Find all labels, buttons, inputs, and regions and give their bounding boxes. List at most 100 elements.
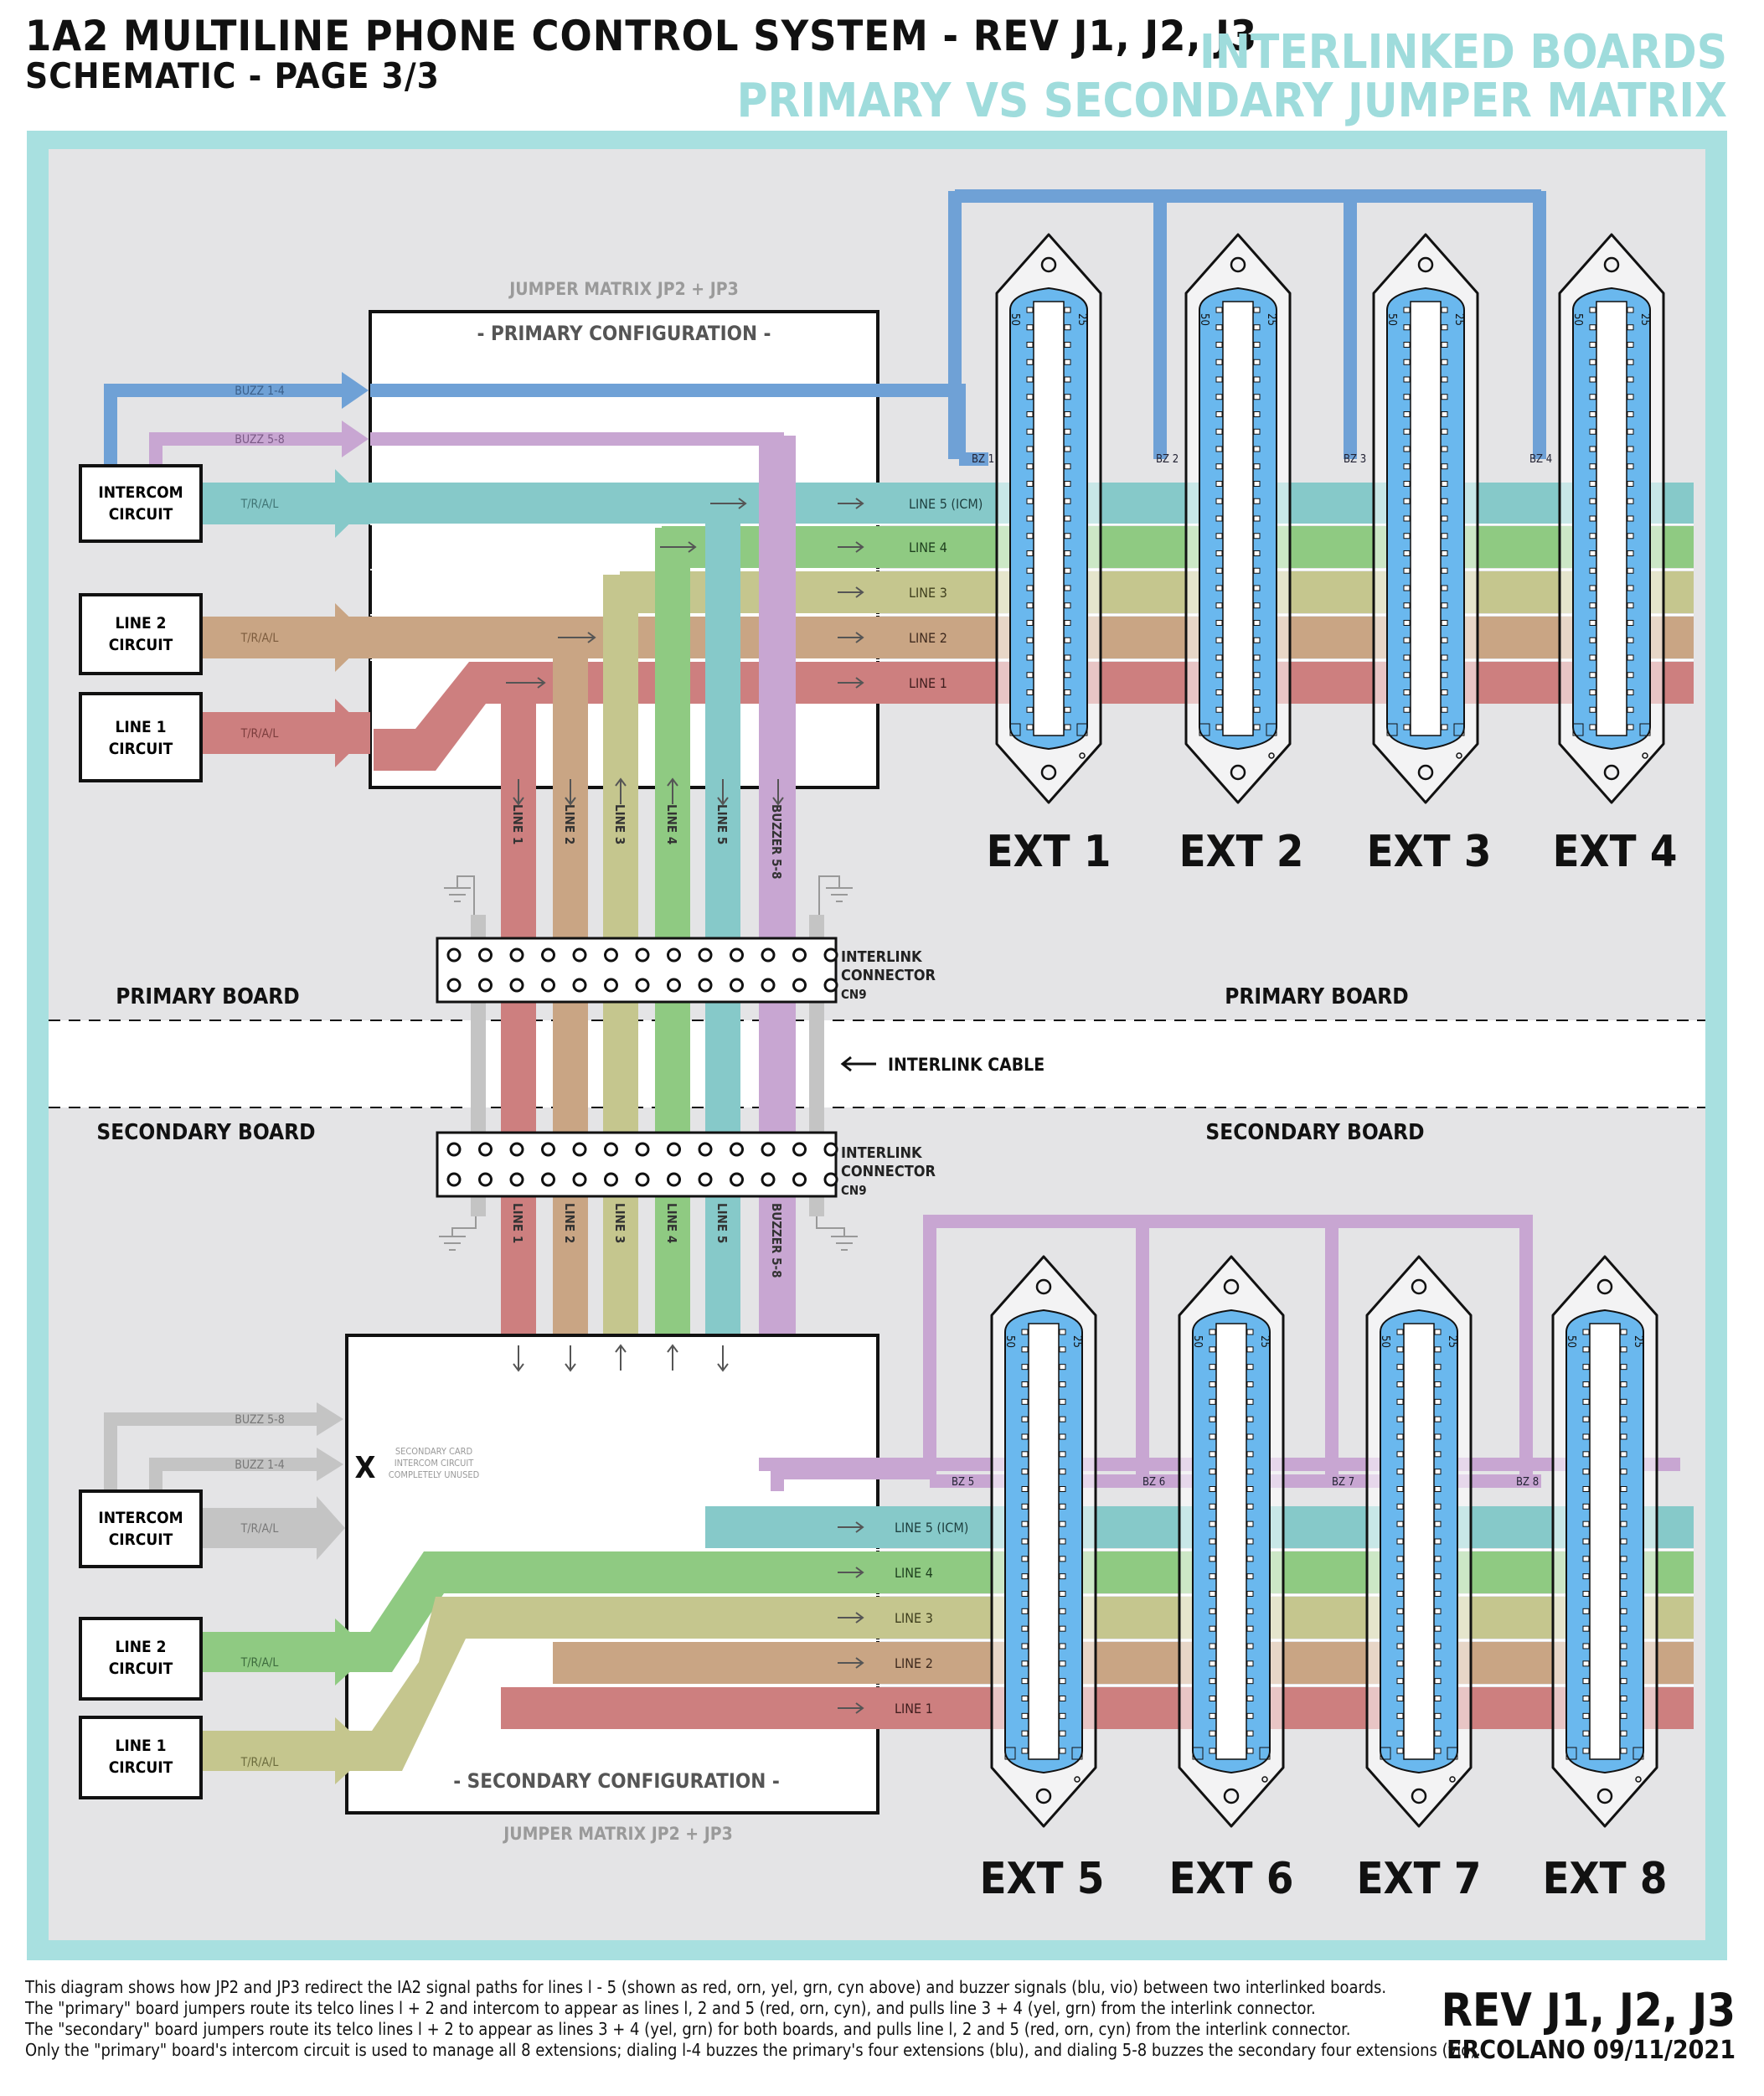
ext-5-label: EXT 5 [980, 1854, 1105, 1904]
primary-line-label-1: LINE 1 [909, 675, 947, 691]
secondary-circuit-intercom: INTERCOM CIRCUIT [79, 1489, 203, 1568]
footer-line-2: The "primary" board jumpers route its te… [25, 1998, 1316, 2018]
cn9-top-label-2: CONNECTOR [841, 967, 936, 984]
svg-text:25: 25 [1070, 1335, 1083, 1348]
unused-note-1: SECONDARY CARD [395, 1446, 473, 1457]
left-arrow-icon [840, 1056, 876, 1072]
primary-board-right-label: PRIMARY BOARD [1225, 984, 1408, 1009]
ext-6-label: EXT 6 [1169, 1854, 1294, 1904]
primary-circuit-intercom: INTERCOM CIRCUIT [79, 464, 203, 543]
header-right-line-1: INTERLINKED BOARDS [1199, 25, 1727, 80]
cn9-top-id: CN9 [841, 987, 867, 1002]
svg-text:LINE 5: LINE 5 [714, 804, 730, 844]
secondary-matrix-label: JUMPER MATRIX JP2 + JP3 [502, 1824, 732, 1844]
schematic-diagram: JUMPER MATRIX JP2 + JP3 - PRIMARY CONFIG… [27, 131, 1727, 1960]
footer-line-4: Only the "primary" board's intercom circ… [25, 2040, 1482, 2060]
extension-connector-4: 50 25 [1558, 233, 1665, 804]
buzz14-arrowhead [342, 372, 369, 409]
cn9-top-label-1: INTERLINK [841, 948, 923, 966]
bz2-label: BZ 2 [1156, 453, 1179, 466]
unused-note-3: COMPLETELY UNUSED [389, 1469, 480, 1480]
svg-text:25: 25 [1446, 1335, 1458, 1348]
ext-3-label: EXT 3 [1367, 827, 1492, 877]
secondary-input-buzz58: BUZZ 5-8 [235, 1413, 284, 1427]
bz4-label: BZ 4 [1529, 453, 1552, 466]
secondary-line-label-1: LINE 1 [895, 1701, 933, 1717]
interlink-cable-pointer: INTERLINK CABLE [840, 1055, 1044, 1075]
ext-7-label: EXT 7 [1357, 1854, 1482, 1904]
revision-label: REV J1, J2, J3 [1441, 1984, 1736, 2037]
primary-board-left-label: PRIMARY BOARD [116, 984, 299, 1009]
primary-circuit-line1: LINE 1 CIRCUIT [79, 692, 203, 782]
svg-text:CIRCUIT: CIRCUIT [109, 740, 173, 758]
svg-text:LINE 2: LINE 2 [115, 614, 166, 632]
blue-buzz-bus [104, 189, 1546, 466]
secondary-config-title: - SECONDARY CONFIGURATION - [453, 1769, 780, 1793]
unused-note-2: INTERCOM CIRCUIT [395, 1458, 475, 1469]
svg-text:50: 50 [1571, 313, 1584, 326]
primary-circuit-line2: LINE 2 CIRCUIT [79, 593, 203, 675]
svg-text:25: 25 [1638, 313, 1651, 326]
primary-input-line1: T/R/A/L [240, 727, 279, 741]
svg-text:CIRCUIT: CIRCUIT [109, 636, 173, 654]
bz1-label: BZ 1 [972, 453, 994, 466]
primary-input-icm: T/R/A/L [240, 498, 279, 511]
ext-4-label: EXT 4 [1553, 827, 1678, 877]
primary-line-label-2: LINE 2 [909, 630, 947, 646]
svg-text:LINE 4: LINE 4 [664, 1203, 679, 1243]
svg-text:LINE 3: LINE 3 [612, 1203, 627, 1243]
unused-x-mark: X [355, 1451, 376, 1485]
secondary-input-line2: T/R/A/L [240, 1656, 279, 1670]
footer-notes: This diagram shows how JP2 and JP3 redir… [25, 1977, 1491, 2061]
svg-text:LINE 1: LINE 1 [510, 1203, 525, 1243]
page-title: 1A2 MULTILINE PHONE CONTROL SYSTEM - REV… [25, 12, 1258, 60]
gray-icm-input [201, 1508, 320, 1548]
secondary-line-label-4: LINE 4 [895, 1565, 933, 1581]
primary-line-label-icm: LINE 5 (ICM) [909, 496, 983, 512]
svg-text:LINE 3: LINE 3 [612, 804, 627, 844]
svg-text:LINE 1: LINE 1 [115, 718, 166, 736]
ext-2-label: EXT 2 [1179, 827, 1304, 877]
bz8-label: BZ 8 [1516, 1476, 1539, 1489]
svg-text:25: 25 [1265, 313, 1277, 326]
svg-text:BUZZER 5-8: BUZZER 5-8 [769, 804, 784, 880]
secondary-input-line1: T/R/A/L [240, 1756, 279, 1769]
bz3-label: BZ 3 [1344, 453, 1366, 466]
primary-flow-arrows [506, 498, 864, 806]
svg-text:50: 50 [1379, 1335, 1391, 1348]
primary-config-title: - PRIMARY CONFIGURATION - [477, 322, 771, 345]
primary-input-line2: T/R/A/L [240, 632, 279, 645]
svg-text:LINE 2: LINE 2 [562, 804, 577, 844]
svg-text:LINE 5: LINE 5 [714, 1203, 730, 1243]
buzz58-arrowhead [342, 421, 369, 457]
svg-text:BUZZER 5-8: BUZZER 5-8 [769, 1203, 784, 1278]
svg-text:25: 25 [1452, 313, 1465, 326]
primary-matrix-label: JUMPER MATRIX JP2 + JP3 [508, 279, 738, 299]
secondary-line-label-2: LINE 2 [895, 1655, 933, 1671]
header-right-line-2: PRIMARY VS SECONDARY JUMPER MATRIX [736, 74, 1727, 128]
bz6-label: BZ 6 [1142, 1476, 1165, 1489]
secondary-input-buzz14: BUZZ 1-4 [235, 1458, 284, 1472]
svg-text:CIRCUIT: CIRCUIT [109, 505, 173, 524]
cn9-bottom-id: CN9 [841, 1183, 867, 1198]
gray-buzz-inputs [104, 1412, 318, 1491]
primary-line-label-3: LINE 3 [909, 585, 947, 601]
secondary-circuit-line2: LINE 2 CIRCUIT [79, 1617, 203, 1701]
cn9-bottom-label-2: CONNECTOR [841, 1163, 936, 1180]
interlink-cable-label: INTERLINK CABLE [888, 1055, 1044, 1075]
cn9-bottom-label-1: INTERLINK [841, 1144, 923, 1162]
svg-text:CIRCUIT: CIRCUIT [109, 1531, 173, 1549]
primary-input-buzz14: BUZZ 1-4 [235, 385, 284, 398]
svg-text:25: 25 [1632, 1335, 1644, 1348]
secondary-board-left-label: SECONDARY BOARD [96, 1120, 315, 1145]
interlink-vertical-labels: LINE 1 LINE 2 LINE 3 LINE 4 LINE 5 BUZZE… [510, 804, 784, 1278]
secondary-flow-arrows [513, 1344, 864, 1714]
svg-text:INTERCOM: INTERCOM [98, 1509, 183, 1527]
svg-text:CIRCUIT: CIRCUIT [109, 1660, 173, 1678]
